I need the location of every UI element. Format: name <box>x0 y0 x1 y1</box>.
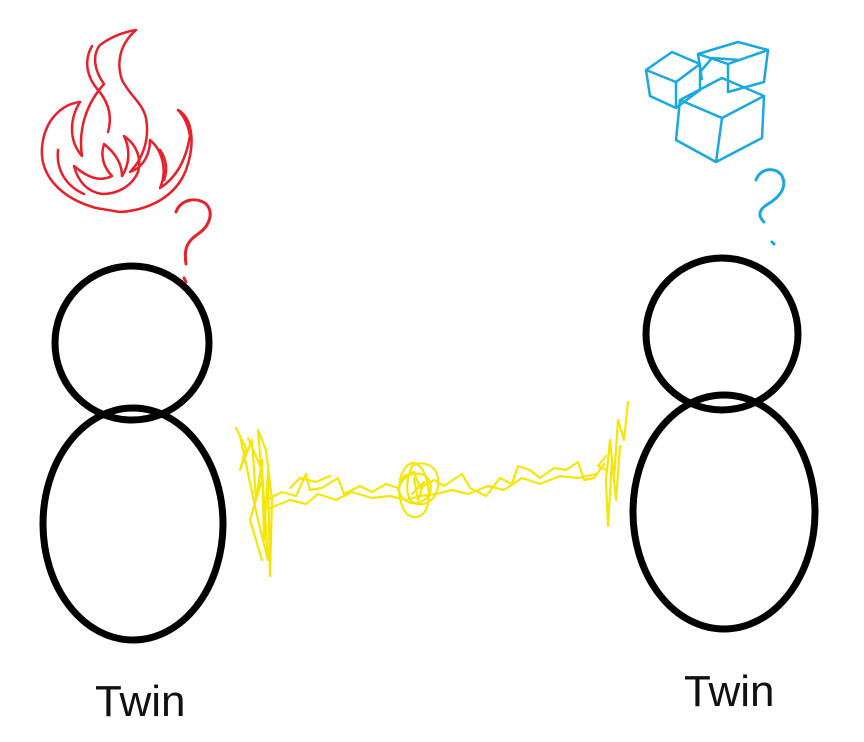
left-question-mark-icon <box>174 198 212 284</box>
right-twin-label: Twin <box>684 667 775 716</box>
right-twin-body <box>629 391 819 633</box>
left-twin-figure <box>39 262 227 644</box>
right-twin-figure <box>629 254 819 633</box>
left-twin-body <box>39 404 227 644</box>
flame-icon <box>40 28 193 214</box>
left-twin-label: Twin <box>95 677 186 726</box>
scribble-connection <box>234 400 630 578</box>
ice-cubes-icon <box>644 40 770 164</box>
left-twin-head <box>51 262 213 424</box>
right-twin-head <box>642 254 802 414</box>
right-question-mark-icon <box>754 168 786 246</box>
